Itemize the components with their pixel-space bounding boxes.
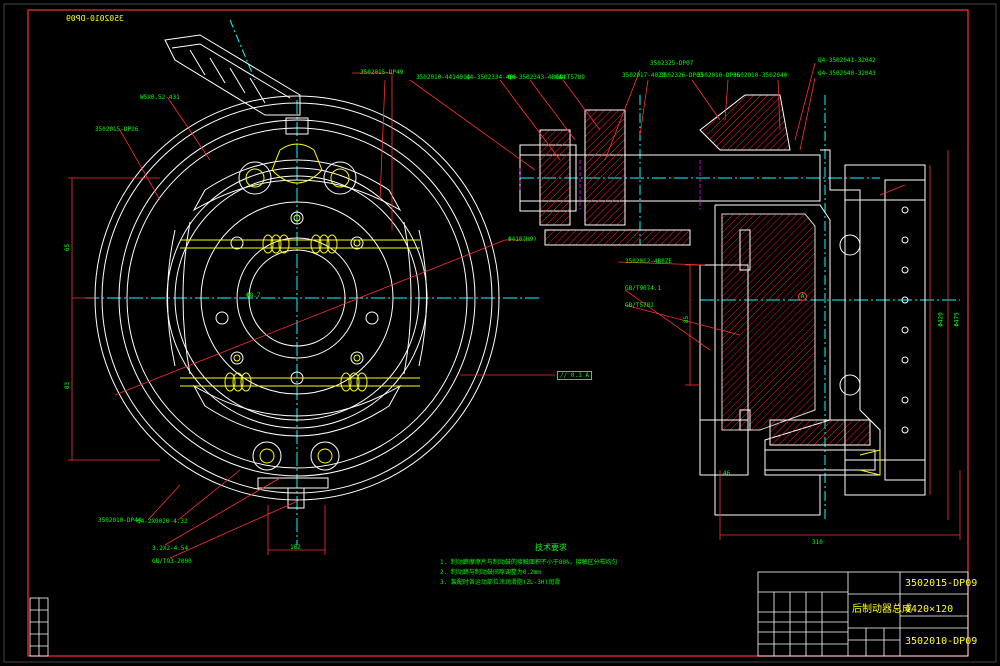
callout-right-9: 3502010-DP96 — [697, 72, 741, 79]
revision-table — [29, 597, 49, 657]
dim-right-310: 310 — [812, 539, 823, 546]
callout-left-1: W5X0.52-431 — [140, 94, 180, 101]
mirrored-code-label: 3502010-DP09 — [66, 14, 124, 23]
callout-right-10: 3502010-3502040 — [733, 72, 788, 79]
left-view-dimensions — [68, 79, 555, 559]
right-view — [519, 94, 960, 520]
callout-right-13: 3502012-4B0ZE — [625, 258, 672, 265]
left-view — [85, 19, 540, 545]
callout-right-5: GB/T5789 — [556, 74, 585, 81]
drawing-frame — [3, 3, 997, 663]
dim-right-420: Φ420 — [937, 312, 945, 327]
dim-right-475: Φ475 — [953, 312, 961, 327]
callout-left-2: 3502015-DP26 — [95, 126, 139, 133]
dim-right-46: 46 — [723, 470, 731, 477]
callout-right-11: Q4-3502041-32042 — [818, 57, 876, 64]
return-spring-bottom — [224, 372, 368, 392]
tolerance-box: // 0.1 A — [557, 371, 592, 380]
title-block — [757, 571, 969, 657]
datum-a-marker: A — [798, 292, 807, 301]
note-3: 3. 装配时各运动部位涂润滑脂(ZL-3H)润滑 — [440, 579, 561, 586]
callout-left-4: Q4-2X0020-4.32 — [137, 518, 188, 525]
dim-right-85: 85 — [683, 315, 691, 324]
hidden-lines — [519, 160, 701, 210]
title-drawing-code: 3502015-DP09 — [905, 578, 978, 589]
dim-left-65: 65 — [64, 243, 72, 252]
note-2: 2. 制动蹄与制动鼓间隙调整为0.2mm — [440, 569, 541, 576]
callout-right-4: Q4-3502343-4B0A4 — [508, 74, 566, 81]
title-name: 后制动器总成 — [852, 604, 912, 615]
callout-right-2: 3502010-4414014 — [416, 74, 471, 81]
title-drawing-code-2: 3502010-DP09 — [905, 636, 978, 647]
callout-left-6: GB/T93-2000 — [152, 558, 192, 565]
callout-right-1: 3502015-DP49 — [360, 69, 404, 76]
callout-right-3: Q4-3502334-4B6 — [466, 74, 517, 81]
dim-hub: Φ8.7 — [246, 292, 261, 299]
callout-left-3: 3502010-DP44 — [98, 517, 142, 524]
callout-right-14: GB/T9074.1 — [625, 285, 662, 292]
callout-right-8: 3502326-DP03 — [660, 72, 704, 79]
dim-left-83: 83 — [64, 381, 72, 390]
callout-right-15: GB/T5782 — [625, 302, 654, 309]
dim-bottom-182: 182 — [290, 544, 301, 551]
callout-right-12: Q4-3502040-32043 — [818, 70, 876, 77]
dim-drum-dia: Φ410(H9) — [508, 236, 537, 243]
title-spec: Φ420×120 — [905, 604, 954, 615]
right-view-dimensions — [352, 62, 961, 540]
return-spring-top — [262, 234, 338, 254]
callout-right-7: 3502017-4023 — [622, 72, 666, 79]
notes-title: 技术要求 — [535, 543, 567, 552]
callout-right-6: 3502325-DP07 — [650, 60, 694, 67]
note-1: 1. 制动蹄摩擦片与制动鼓的接触面积不小于80%，接触区分布均匀 — [440, 559, 618, 566]
callout-left-5: 3.2X2-4.54 — [152, 545, 189, 552]
